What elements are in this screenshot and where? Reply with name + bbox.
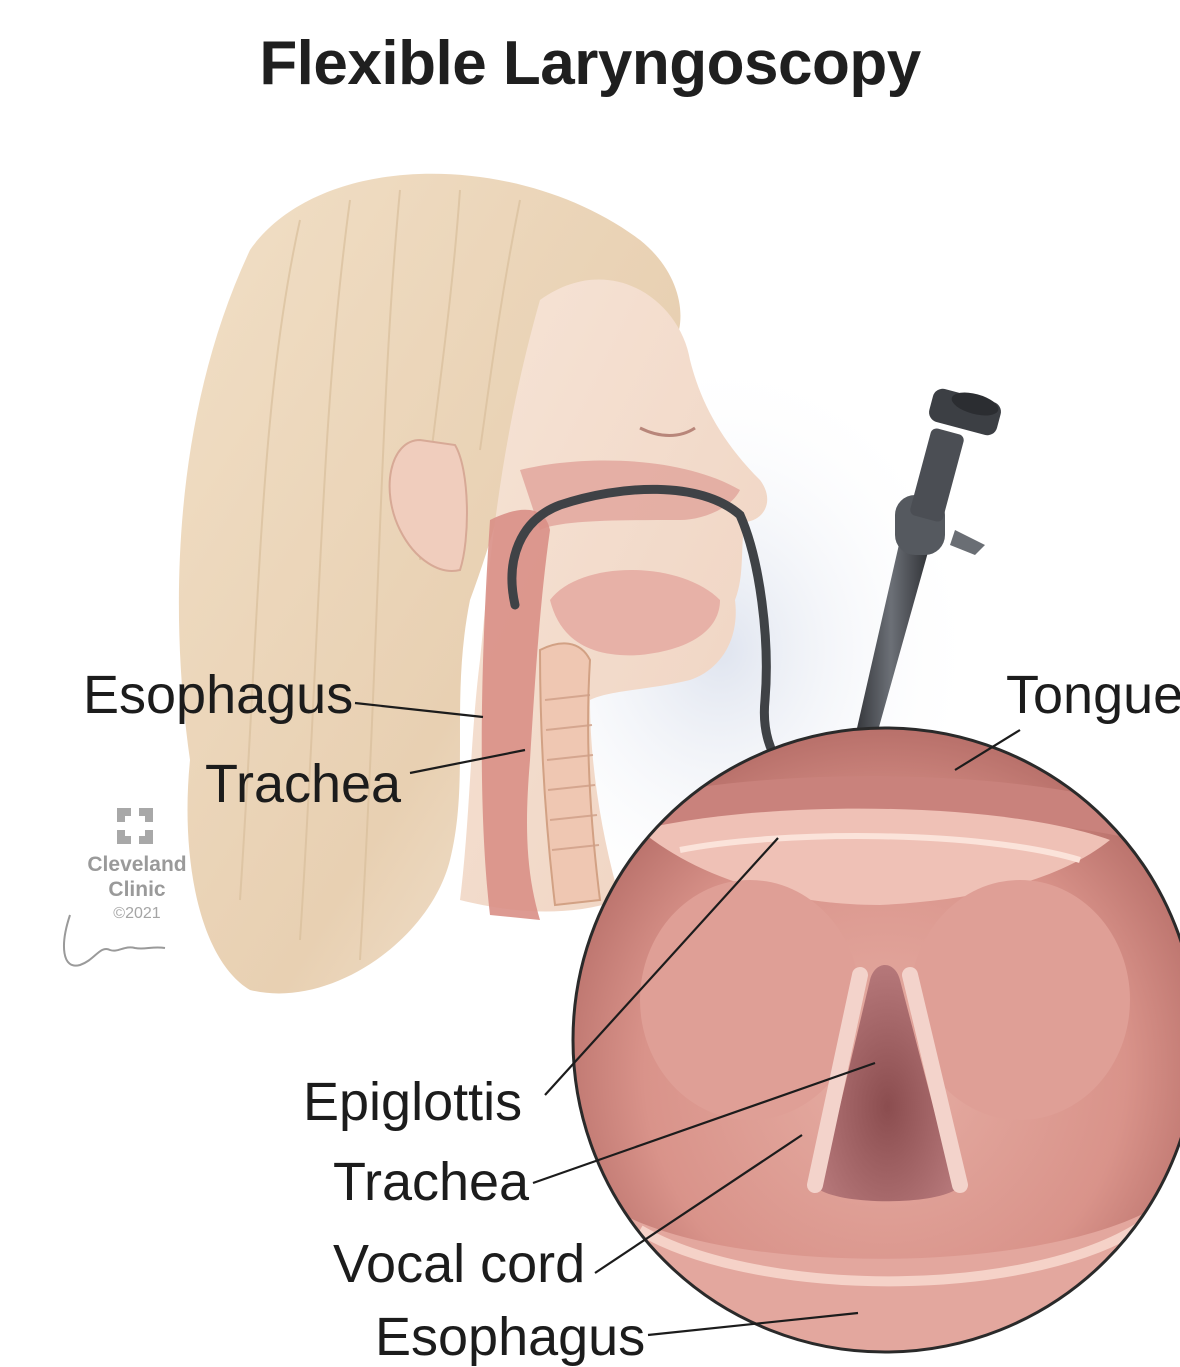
label-vocal-cord: Vocal cord bbox=[333, 1237, 585, 1291]
credit-org-line2: Clinic bbox=[72, 877, 202, 902]
label-esophagus-side: Esophagus bbox=[83, 668, 353, 722]
page-title: Flexible Laryngoscopy bbox=[0, 28, 1180, 99]
credit-block: Cleveland Clinic ©2021 bbox=[72, 806, 202, 924]
credit-org-line1: Cleveland bbox=[72, 852, 202, 877]
label-tongue: Tongue bbox=[1006, 668, 1180, 722]
larynx-inset-view bbox=[570, 728, 1180, 1356]
credit-copyright: ©2021 bbox=[72, 904, 202, 924]
label-trachea-side: Trachea bbox=[205, 757, 401, 811]
label-epiglottis: Epiglottis bbox=[303, 1075, 522, 1129]
label-trachea-inset: Trachea bbox=[333, 1155, 529, 1209]
